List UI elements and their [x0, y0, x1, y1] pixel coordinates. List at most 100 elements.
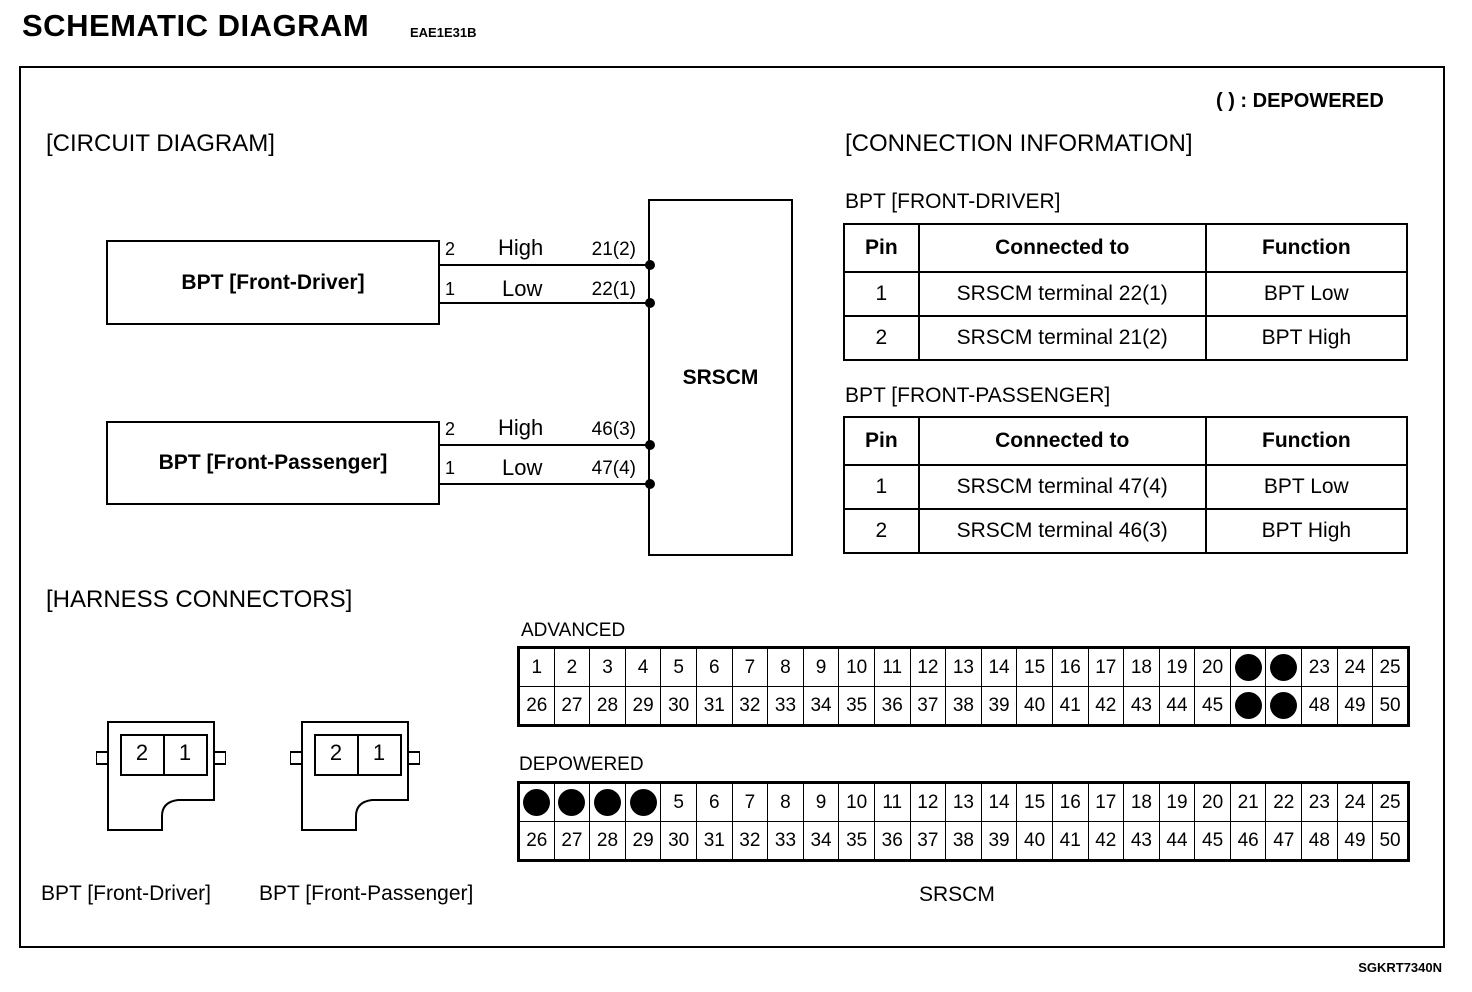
table-cell: BPT High — [1204, 508, 1409, 554]
terminal-cell: 4 — [624, 647, 662, 687]
section-harness-connectors: [HARNESS CONNECTORS] — [46, 586, 353, 613]
unused-terminal — [624, 782, 662, 822]
terminal-cell: 11 — [873, 647, 911, 687]
connector-pin: 1 — [178, 740, 192, 765]
terminal-cell: 26 — [518, 686, 555, 726]
terminal-cell: 2 — [553, 647, 591, 687]
terminal-cell: 50 — [1372, 686, 1409, 726]
terminal-cell: 16 — [1051, 782, 1089, 822]
terminal-cell: 32 — [731, 686, 769, 726]
terminal-cell: 6 — [695, 647, 733, 687]
terminal-cell: 40 — [1016, 686, 1053, 726]
driver-table-caption: BPT [FRONT-DRIVER] — [845, 190, 1061, 213]
terminal-cell: 30 — [660, 821, 697, 861]
terminal-cell: 45 — [1194, 686, 1231, 726]
table-header: Pin — [843, 223, 920, 273]
terminal-cell: 11 — [873, 782, 911, 822]
table-cell: SRSCM terminal 21(2) — [917, 315, 1207, 361]
table-cell: 2 — [843, 315, 920, 361]
terminal-cell: 27 — [553, 686, 591, 726]
srscm-label: SRSCM — [682, 365, 759, 389]
terminal-cell: 31 — [695, 821, 733, 861]
terminal-cell: 6 — [695, 782, 733, 822]
terminal-cell: 29 — [624, 686, 662, 726]
terminal-cell: 24 — [1336, 782, 1374, 822]
depowered-legend: ( ) : DEPOWERED — [1216, 90, 1384, 112]
table-header: Function — [1204, 416, 1409, 466]
table-header: Pin — [843, 416, 920, 466]
unused-terminal — [1265, 647, 1303, 687]
terminal-cell: 48 — [1301, 821, 1338, 861]
driver-connection-table: Pin Connected to Function 1 SRSCM termin… — [843, 223, 1409, 361]
terminal-cell: 7 — [731, 647, 769, 687]
connector-pin: 2 — [135, 740, 149, 765]
unused-terminal-dot — [1234, 692, 1262, 719]
terminal-cell: 43 — [1123, 821, 1160, 861]
bpt-front-passenger-block: BPT [Front-Passenger] — [106, 421, 440, 505]
terminal-cell: 37 — [909, 821, 947, 861]
terminal-cell: 10 — [838, 647, 875, 687]
terminal-cell: 28 — [589, 686, 626, 726]
terminal-cell: 33 — [767, 686, 804, 726]
wire-name: Low — [502, 276, 543, 301]
bpt-front-passenger-connector: 2 1 — [290, 720, 420, 835]
passenger-table-caption: BPT [FRONT-PASSENGER] — [845, 384, 1111, 407]
terminal-cell: 34 — [802, 821, 840, 861]
unused-terminal-dot — [523, 789, 551, 816]
terminal-cell: 28 — [589, 821, 626, 861]
terminal-cell: 9 — [802, 782, 840, 822]
terminal-cell: 14 — [980, 782, 1018, 822]
terminal-cell: 12 — [909, 782, 947, 822]
terminal-cell: 14 — [980, 647, 1018, 687]
advanced-label: ADVANCED — [521, 620, 626, 641]
terminal-cell: 44 — [1158, 821, 1196, 861]
unused-terminal-dot — [1270, 654, 1298, 681]
unused-terminal — [1229, 647, 1267, 687]
terminal-cell: 44 — [1158, 686, 1196, 726]
unused-terminal-dot — [1270, 692, 1298, 719]
figure-id: SGKRT7340N — [1358, 960, 1442, 975]
bpt-front-passenger-connector-label: BPT [Front-Passenger] — [259, 882, 474, 905]
terminal-cell: 31 — [695, 686, 733, 726]
terminal-cell: 35 — [838, 821, 875, 861]
terminal-cell: 18 — [1123, 647, 1160, 687]
terminal-cell: 3 — [589, 647, 626, 687]
terminal-cell: 17 — [1087, 647, 1125, 687]
unused-terminal — [518, 782, 555, 822]
terminal-cell: 40 — [1016, 821, 1053, 861]
terminal-cell: 7 — [731, 782, 769, 822]
wire-terminal: 47(4) — [591, 458, 636, 479]
table-header: Function — [1204, 223, 1409, 273]
terminal-cell: 10 — [838, 782, 875, 822]
terminal-cell: 38 — [945, 686, 982, 726]
terminal-cell: 50 — [1372, 821, 1409, 861]
table-header: Connected to — [917, 223, 1207, 273]
page-title: SCHEMATIC DIAGRAM — [22, 8, 370, 43]
terminal-cell: 25 — [1372, 647, 1409, 687]
terminal-cell: 41 — [1051, 821, 1089, 861]
table-cell: SRSCM terminal 22(1) — [917, 271, 1207, 317]
terminal-cell: 18 — [1123, 782, 1160, 822]
terminal-cell: 20 — [1194, 782, 1231, 822]
terminal-cell: 20 — [1194, 647, 1231, 687]
terminal-cell: 5 — [660, 782, 697, 822]
section-circuit-diagram: [CIRCUIT DIAGRAM] — [46, 130, 275, 157]
terminal-cell: 30 — [660, 686, 697, 726]
terminal-cell: 25 — [1372, 782, 1409, 822]
terminal-cell: 39 — [980, 686, 1018, 726]
wire-pin-number: 2 — [445, 239, 456, 259]
connector-pin: 2 — [329, 740, 343, 765]
terminal-cell: 47 — [1265, 821, 1303, 861]
terminal-cell: 8 — [767, 782, 804, 822]
terminal-cell: 13 — [945, 782, 982, 822]
terminal-cell: 26 — [518, 821, 555, 861]
bpt-front-passenger-label: BPT [Front-Passenger] — [158, 451, 388, 474]
depowered-label: DEPOWERED — [519, 754, 644, 775]
srscm-block: SRSCM — [648, 199, 793, 556]
terminal-cell: 17 — [1087, 782, 1125, 822]
terminal-cell: 15 — [1016, 782, 1053, 822]
unused-terminal — [1229, 686, 1267, 726]
unused-terminal — [553, 782, 591, 822]
terminal-cell: 36 — [873, 686, 911, 726]
